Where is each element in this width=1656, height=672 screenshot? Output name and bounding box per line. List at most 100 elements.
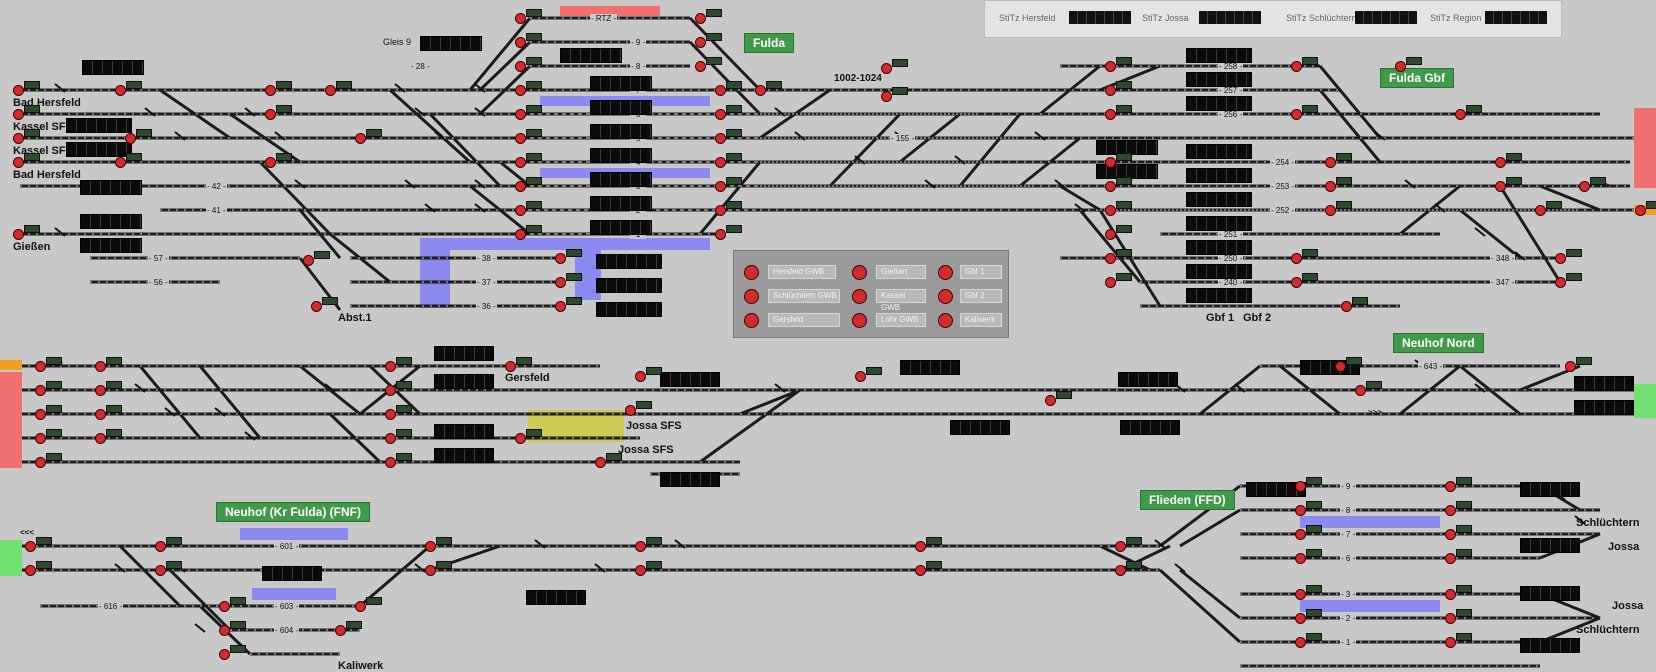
display-icon[interactable]: [590, 220, 652, 235]
signal-icon[interactable]: [515, 157, 526, 168]
switch-icon[interactable]: [1474, 383, 1486, 393]
signal-icon[interactable]: [1105, 229, 1116, 240]
signal-icon[interactable]: [1295, 481, 1306, 492]
signal-icon[interactable]: [265, 157, 276, 168]
signal-icon[interactable]: [95, 385, 106, 396]
display-icon[interactable]: [950, 420, 1010, 435]
signal-icon[interactable]: [1291, 61, 1302, 72]
switch-icon[interactable]: [54, 227, 66, 237]
signal-icon[interactable]: [95, 409, 106, 420]
signal-icon[interactable]: [1105, 253, 1116, 264]
signal-icon[interactable]: [1555, 253, 1566, 264]
signal-icon[interactable]: [1335, 361, 1346, 372]
display-icon[interactable]: [596, 278, 662, 293]
switch-icon[interactable]: [1234, 383, 1246, 393]
signal-icon[interactable]: [35, 361, 46, 372]
signal-icon[interactable]: [635, 565, 646, 576]
button-icon[interactable]: [938, 289, 953, 304]
switch-icon[interactable]: [1054, 179, 1066, 189]
switch-icon[interactable]: [194, 623, 206, 633]
signal-icon[interactable]: [695, 13, 706, 24]
button-icon[interactable]: [852, 313, 867, 328]
signal-icon[interactable]: [515, 229, 526, 240]
display-icon[interactable]: [1520, 638, 1580, 653]
display-icon[interactable]: [82, 60, 144, 75]
signal-icon[interactable]: [35, 433, 46, 444]
signal-icon[interactable]: [515, 61, 526, 72]
signal-icon[interactable]: [95, 361, 106, 372]
signal-icon[interactable]: [385, 433, 396, 444]
signal-icon[interactable]: [1565, 361, 1576, 372]
signal-icon[interactable]: [1445, 553, 1456, 564]
switch-icon[interactable]: [1434, 203, 1446, 213]
signal-icon[interactable]: [1105, 277, 1116, 288]
signal-icon[interactable]: [515, 433, 526, 444]
signal-icon[interactable]: [915, 565, 926, 576]
switch-icon[interactable]: [1374, 131, 1386, 141]
display-icon[interactable]: [1574, 376, 1634, 391]
display-icon[interactable]: [1096, 140, 1158, 155]
signal-icon[interactable]: [715, 181, 726, 192]
signal-icon[interactable]: [515, 181, 526, 192]
button-icon[interactable]: [744, 289, 759, 304]
signal-icon[interactable]: [385, 409, 396, 420]
button-icon[interactable]: [744, 265, 759, 280]
button-icon[interactable]: [938, 265, 953, 280]
signal-icon[interactable]: [1105, 157, 1116, 168]
switch-icon[interactable]: [114, 563, 126, 573]
switch-icon[interactable]: [474, 179, 486, 189]
switch-icon[interactable]: [404, 179, 416, 189]
signal-icon[interactable]: [311, 301, 322, 312]
display-icon[interactable]: [66, 118, 132, 133]
signal-icon[interactable]: [515, 85, 526, 96]
signal-icon[interactable]: [625, 405, 636, 416]
button-icon[interactable]: [744, 313, 759, 328]
display-icon[interactable]: [1574, 400, 1634, 415]
display-icon[interactable]: [596, 254, 662, 269]
display-icon[interactable]: [434, 448, 494, 463]
switch-icon[interactable]: [774, 383, 786, 393]
signal-icon[interactable]: [1635, 205, 1646, 216]
signal-icon[interactable]: [13, 133, 24, 144]
switch-icon[interactable]: [434, 131, 446, 141]
display-icon[interactable]: [1186, 192, 1252, 207]
signal-icon[interactable]: [1325, 157, 1336, 168]
signal-icon[interactable]: [595, 457, 606, 468]
switch-icon[interactable]: [474, 107, 486, 117]
switch-icon[interactable]: [1404, 179, 1416, 189]
signal-icon[interactable]: [13, 229, 24, 240]
signal-icon[interactable]: [1455, 109, 1466, 120]
switch-icon[interactable]: [144, 107, 156, 117]
signal-icon[interactable]: [303, 255, 314, 266]
switch-icon[interactable]: [174, 131, 186, 141]
signal-icon[interactable]: [915, 541, 926, 552]
switch-icon[interactable]: [164, 407, 176, 417]
switch-icon[interactable]: [134, 383, 146, 393]
display-icon[interactable]: [590, 76, 652, 91]
signal-icon[interactable]: [715, 229, 726, 240]
signal-icon[interactable]: [635, 541, 646, 552]
signal-icon[interactable]: [505, 361, 516, 372]
signal-icon[interactable]: [881, 91, 892, 102]
signal-icon[interactable]: [1045, 395, 1056, 406]
display-icon[interactable]: [1186, 264, 1252, 279]
display-icon[interactable]: [66, 142, 132, 157]
signal-icon[interactable]: [1555, 277, 1566, 288]
switch-icon[interactable]: [474, 203, 486, 213]
switch-icon[interactable]: [274, 131, 286, 141]
signal-icon[interactable]: [1105, 109, 1116, 120]
switch-icon[interactable]: [1514, 251, 1526, 261]
switch-icon[interactable]: [1034, 131, 1046, 141]
signal-icon[interactable]: [515, 109, 526, 120]
switch-icon[interactable]: [954, 155, 966, 165]
signal-icon[interactable]: [1295, 505, 1306, 516]
button-icon[interactable]: [938, 313, 953, 328]
signal-icon[interactable]: [355, 601, 366, 612]
switch-icon[interactable]: [1154, 539, 1166, 549]
signal-icon[interactable]: [115, 85, 126, 96]
signal-icon[interactable]: [1105, 205, 1116, 216]
signal-icon[interactable]: [13, 157, 24, 168]
signal-icon[interactable]: [515, 37, 526, 48]
display-icon[interactable]: [590, 124, 652, 139]
signal-icon[interactable]: [385, 385, 396, 396]
